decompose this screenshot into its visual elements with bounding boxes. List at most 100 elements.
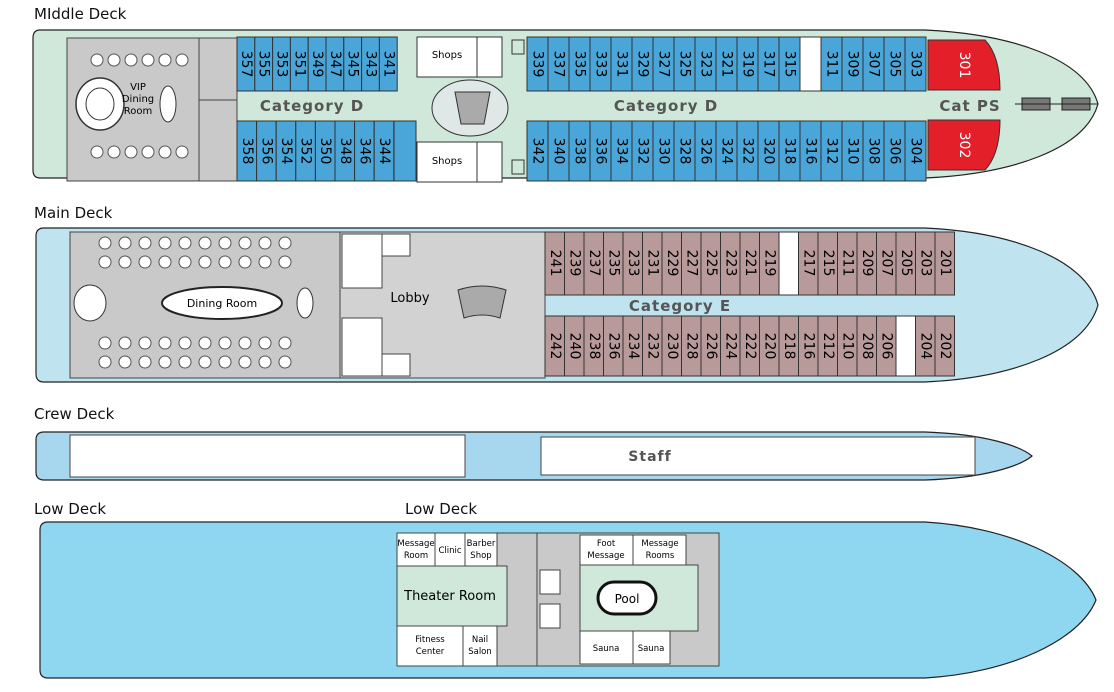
sauna-1-label: Sauna <box>593 644 620 654</box>
pool[interactable] <box>596 580 658 616</box>
aft-service-area <box>198 37 238 182</box>
table <box>175 145 189 159</box>
cabin-number: 308 <box>866 138 882 165</box>
spa-cubicle-2 <box>539 603 561 629</box>
table <box>258 336 272 350</box>
cabin-number: 334 <box>614 138 630 165</box>
pool-label: Pool <box>615 592 640 606</box>
cabin[interactable] <box>904 120 927 182</box>
cabin-number: 346 <box>356 138 372 165</box>
cabin-number: 229 <box>664 250 680 277</box>
foot-message[interactable] <box>579 534 634 566</box>
main-deck-title: Main Deck <box>34 204 113 222</box>
table <box>107 145 121 159</box>
shops-top-annex <box>476 36 503 78</box>
cabin-number: 342 <box>530 138 546 165</box>
lobby-staircase <box>457 285 507 319</box>
message-rooms[interactable] <box>632 534 687 566</box>
cabin[interactable] <box>904 36 927 92</box>
table <box>98 355 112 369</box>
table <box>175 53 189 67</box>
cabin-number: 317 <box>761 51 777 78</box>
cabin-number: 328 <box>677 138 693 165</box>
cabin-number: 337 <box>551 51 567 78</box>
cabin <box>799 36 822 92</box>
table <box>238 336 252 350</box>
suite-302[interactable] <box>927 119 1001 171</box>
cabin-number: 354 <box>278 138 294 165</box>
cabin-number: 219 <box>761 250 777 277</box>
table <box>158 255 172 269</box>
cabin-number: 344 <box>376 138 392 165</box>
barber-shop[interactable] <box>464 532 498 567</box>
fitness-center[interactable] <box>396 625 464 667</box>
cabin[interactable] <box>934 231 955 296</box>
table <box>118 355 132 369</box>
table <box>198 236 212 250</box>
cabin-number: 340 <box>551 138 567 165</box>
table <box>124 145 138 159</box>
cabin-number: 211 <box>839 250 855 277</box>
cabin-number: 217 <box>800 250 816 277</box>
cabin[interactable] <box>378 36 398 92</box>
cabin-number: 224 <box>722 333 738 360</box>
shops-top[interactable] <box>416 36 478 78</box>
table <box>138 236 152 250</box>
cabin-number: 218 <box>781 333 797 360</box>
cabin-number: 226 <box>703 333 719 360</box>
table <box>118 336 132 350</box>
side-oval <box>296 287 314 319</box>
sauna-1[interactable] <box>579 630 634 665</box>
cabin-number: 234 <box>625 333 641 360</box>
category-d-label-2: Category D <box>614 97 718 115</box>
table <box>218 355 232 369</box>
suite-301[interactable] <box>927 39 1001 91</box>
cabin-number: 358 <box>239 138 255 165</box>
message-room[interactable] <box>396 532 436 567</box>
shops-top-label: Shops <box>432 50 462 61</box>
cabin-number: 326 <box>698 138 714 165</box>
shops-bottom-label: Shops <box>432 156 462 167</box>
table <box>238 355 252 369</box>
cabin-number: 327 <box>656 51 672 78</box>
theater-room[interactable] <box>396 565 508 627</box>
cabin-number: 303 <box>908 51 924 78</box>
cabin-number: 240 <box>566 333 582 360</box>
cabin-number: 305 <box>887 51 903 78</box>
category-e-label: Category E <box>629 297 731 315</box>
table <box>90 145 104 159</box>
lobby-box-4 <box>381 353 411 377</box>
cabin-number: 220 <box>761 333 777 360</box>
table <box>278 255 292 269</box>
cabin-number: 348 <box>337 138 353 165</box>
cabin-number: 235 <box>605 250 621 277</box>
nail-salon[interactable] <box>462 625 498 667</box>
cabin-number: 309 <box>845 51 861 78</box>
table <box>158 236 172 250</box>
lobby-box-2 <box>341 317 383 377</box>
dining-room-label: Dining Room <box>187 297 257 310</box>
table <box>258 236 272 250</box>
cabin-number: 231 <box>644 250 660 277</box>
cabin-number: 338 <box>572 138 588 165</box>
vip-oval <box>159 85 177 123</box>
cabin-number: 225 <box>703 250 719 277</box>
cabin[interactable] <box>934 315 955 377</box>
cabin-number: 242 <box>547 333 563 360</box>
cabin-number: 241 <box>547 250 563 277</box>
cabin-number: 205 <box>898 250 914 277</box>
cabin-number: 331 <box>614 51 630 78</box>
cabin-number: 207 <box>878 250 894 277</box>
cabin-number: 228 <box>683 333 699 360</box>
sauna-2[interactable] <box>632 630 671 665</box>
cabin-number: 238 <box>586 333 602 360</box>
table <box>178 236 192 250</box>
cabin-number: 357 <box>238 51 254 78</box>
table <box>198 255 212 269</box>
